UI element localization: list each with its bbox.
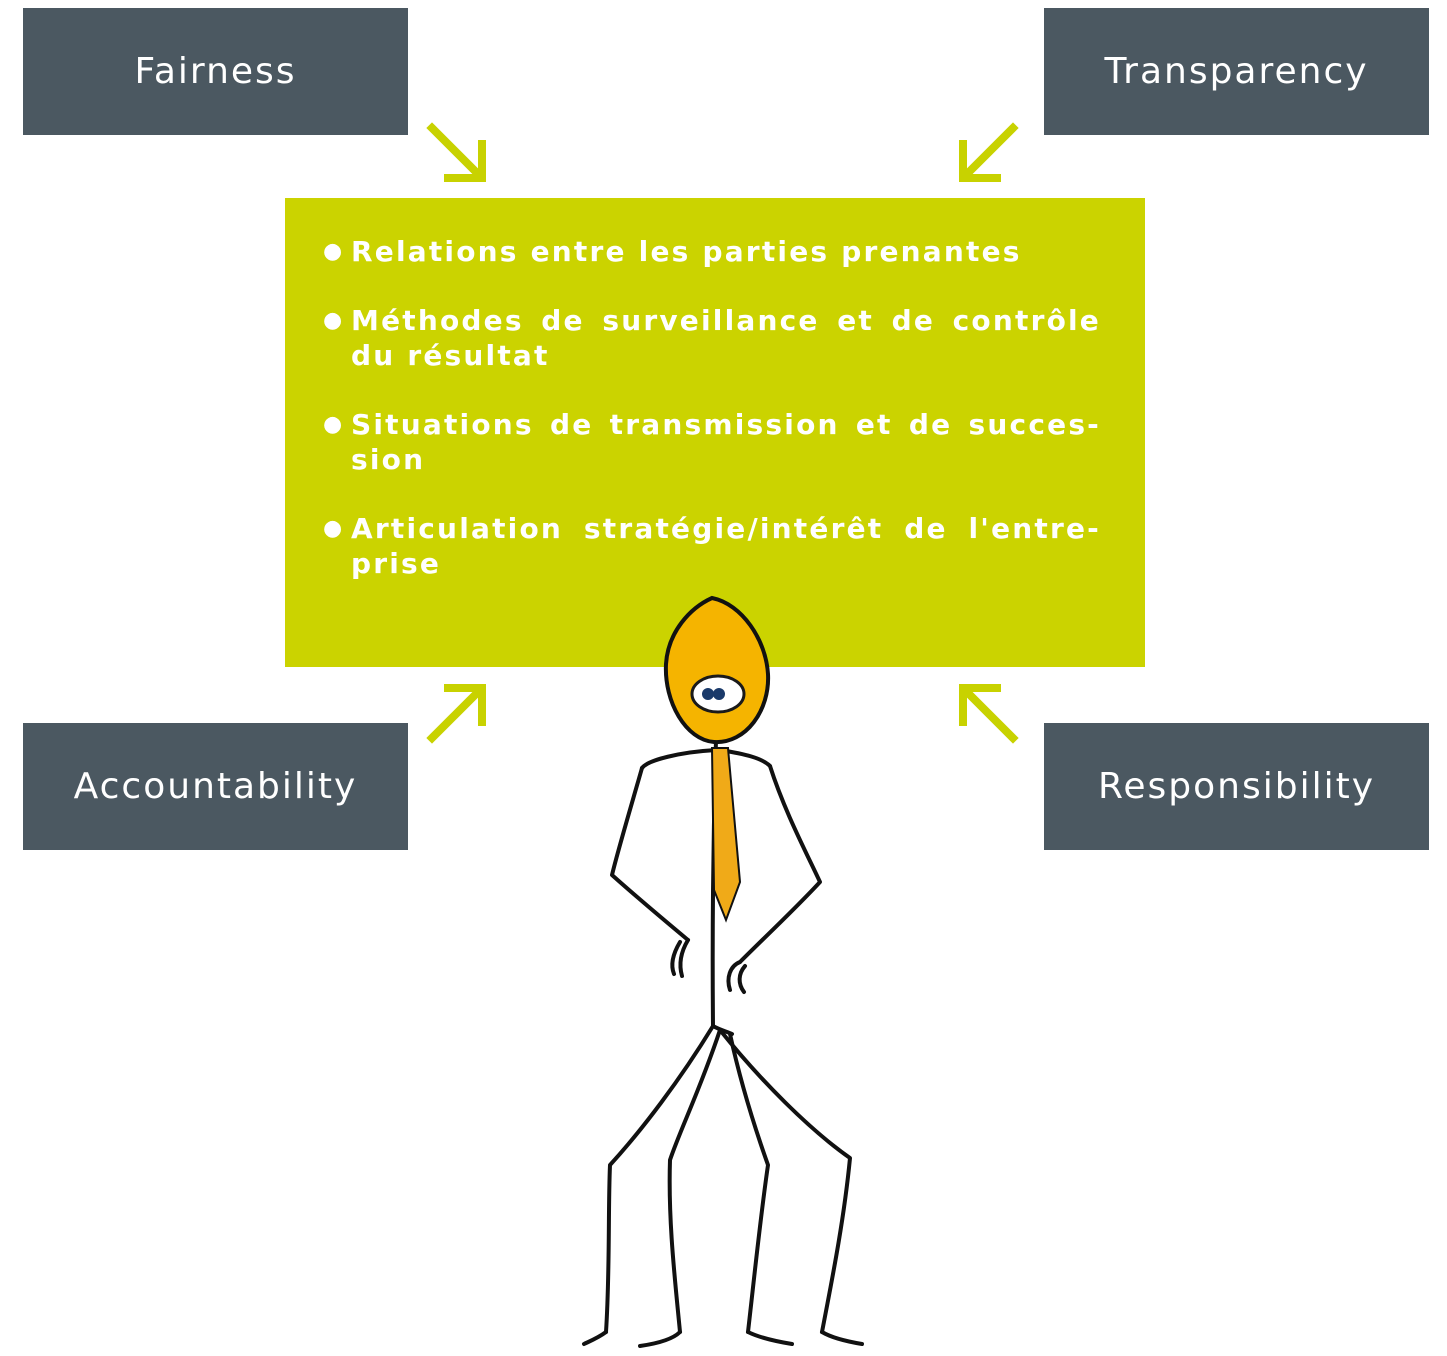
center-panel: ● Relations entre les parties prenantes … (285, 198, 1145, 667)
accountability-box: Accountability (23, 723, 408, 850)
center-list-item-text: Situations de transmission et de succes-… (351, 408, 1101, 476)
transparency-box: Transparency (1044, 8, 1429, 135)
arrow-down-left-icon (959, 122, 1019, 182)
arrow-up-left-icon (959, 684, 1019, 744)
center-list-item-text: Relations entre les parties prenantes (351, 235, 1022, 268)
bullet-icon: ● (323, 516, 345, 541)
responsibility-label: Responsibility (1097, 766, 1376, 807)
arrow-up-right-icon (426, 684, 486, 744)
bullet-icon: ● (323, 412, 345, 437)
stick-figure-illustration (582, 595, 864, 1348)
center-list-item: ● Situations de transmission et de succe… (321, 407, 1101, 477)
transparency-label: Transparency (1104, 51, 1369, 92)
center-list-item: ● Méthodes de surveillance et de contrôl… (321, 303, 1101, 373)
bullet-icon: ● (323, 308, 345, 333)
center-list-item: ● Articulation stratégie/intérêt de l'en… (321, 511, 1101, 581)
center-list-item-text: Articulation stratégie/intérêt de l'entr… (351, 512, 1101, 580)
fairness-box: Fairness (23, 8, 408, 135)
center-list-item-text: Méthodes de surveillance et de contrôle … (351, 304, 1101, 372)
fairness-label: Fairness (134, 51, 297, 92)
accountability-label: Accountability (73, 766, 358, 807)
responsibility-box: Responsibility (1044, 723, 1429, 850)
center-list-item: ● Relations entre les parties prenantes (321, 234, 1101, 269)
bullet-icon: ● (323, 239, 345, 264)
arrow-down-right-icon (426, 122, 486, 182)
center-list: ● Relations entre les parties prenantes … (321, 234, 1101, 581)
